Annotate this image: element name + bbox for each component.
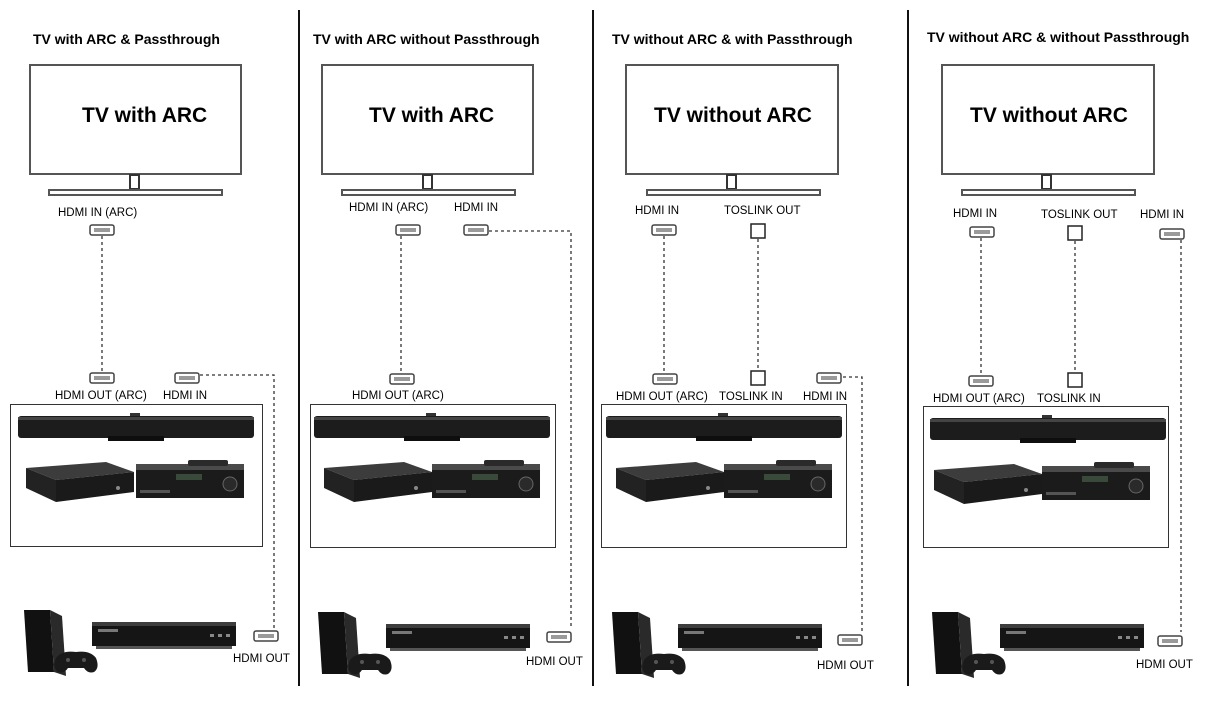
panel-title: TV with ARC & Passthrough <box>33 31 220 47</box>
receiver-port-label: HDMI IN <box>163 390 208 402</box>
tv-label: TV without ARC <box>654 104 812 127</box>
tv-label: TV with ARC <box>369 104 495 127</box>
soundbar-icon <box>314 413 550 441</box>
panel-1-graphics <box>18 224 279 676</box>
hdmi-port-icon <box>463 224 489 236</box>
tv-port-label: TOSLINK OUT <box>724 205 801 217</box>
tv-stand-base <box>646 189 821 196</box>
hdmi-port-icon <box>1159 228 1185 240</box>
set-top-box-icon <box>616 462 724 502</box>
av-receiver-icon <box>1041 461 1151 501</box>
blu-ray-player-icon <box>92 622 236 649</box>
soundbar-icon <box>930 415 1166 443</box>
game-console-icon <box>612 612 686 678</box>
source-port-label: HDMI OUT <box>233 653 290 665</box>
hdmi-port-icon <box>651 224 677 236</box>
tv-port-label: HDMI IN <box>953 208 998 220</box>
panel-title: TV with ARC without Passthrough <box>313 31 540 47</box>
tv-port-label: HDMI IN (ARC) <box>58 207 138 219</box>
hdmi-port-icon <box>969 226 995 238</box>
panel-title: TV without ARC & without Passthrough <box>927 29 1190 45</box>
hdmi-port-icon <box>253 630 279 642</box>
tv-port-label: HDMI IN <box>1140 209 1185 221</box>
tv-port-label: HDMI IN <box>454 202 499 214</box>
source-port-label: HDMI OUT <box>526 656 583 668</box>
soundbar-icon <box>18 413 254 441</box>
panel-title: TV without ARC & with Passthrough <box>612 31 853 47</box>
av-receiver-icon <box>723 459 833 499</box>
hdmi-port-icon <box>652 373 678 385</box>
hdmi-port-icon <box>968 375 994 387</box>
panel-divider <box>907 10 909 686</box>
panel-divider <box>298 10 300 686</box>
panel-divider <box>592 10 594 686</box>
hdmi-port-icon <box>89 224 115 236</box>
source-port-label: HDMI OUT <box>1136 659 1193 671</box>
hdmi-port-icon <box>1157 635 1183 647</box>
tv-stand-base <box>961 189 1136 196</box>
panel-4-graphics <box>930 225 1185 678</box>
hdmi-port-icon <box>174 372 200 384</box>
tv-stand-base <box>341 189 516 196</box>
toslink-port-icon <box>750 370 766 386</box>
set-top-box-icon <box>934 464 1042 504</box>
set-top-box-icon <box>324 462 432 502</box>
receiver-port-label: TOSLINK IN <box>1037 393 1101 405</box>
soundbar-icon <box>606 413 842 441</box>
tv-port-label: TOSLINK OUT <box>1041 209 1118 221</box>
toslink-port-icon <box>1067 225 1083 241</box>
toslink-port-icon <box>750 223 766 239</box>
blu-ray-player-icon <box>678 624 822 651</box>
game-console-icon <box>24 610 98 676</box>
blu-ray-player-icon <box>386 624 530 651</box>
tv-screen <box>941 64 1155 175</box>
blu-ray-player-icon <box>1000 624 1144 651</box>
tv-port-label: HDMI IN <box>635 205 680 217</box>
hdmi-port-icon <box>395 224 421 236</box>
receiver-port-label: TOSLINK IN <box>719 391 783 403</box>
receiver-port-label: HDMI OUT (ARC) <box>616 391 708 403</box>
source-port-label: HDMI OUT <box>817 660 874 672</box>
receiver-port-label: HDMI OUT (ARC) <box>55 390 147 402</box>
hdmi-port-icon <box>816 372 842 384</box>
av-receiver-icon <box>135 459 245 499</box>
panel-2-graphics <box>314 224 572 678</box>
game-console-icon <box>318 612 392 678</box>
set-top-box-icon <box>26 462 134 502</box>
hdmi-port-icon <box>389 373 415 385</box>
tv-port-label: HDMI IN (ARC) <box>349 202 429 214</box>
tv-stand-base <box>48 189 223 196</box>
hdmi-port-icon <box>89 372 115 384</box>
panel-3-graphics <box>606 223 863 678</box>
receiver-port-label: HDMI OUT (ARC) <box>352 390 444 402</box>
hdmi-port-icon <box>546 631 572 643</box>
tv-label: TV with ARC <box>82 104 208 127</box>
game-console-icon <box>932 612 1006 678</box>
receiver-port-label: HDMI OUT (ARC) <box>933 393 1025 405</box>
hdmi-port-icon <box>837 634 863 646</box>
receiver-port-label: HDMI IN <box>803 391 848 403</box>
tv-screen <box>321 64 534 175</box>
av-receiver-icon <box>431 459 541 499</box>
tv-label: TV without ARC <box>970 104 1128 127</box>
toslink-port-icon <box>1067 372 1083 388</box>
